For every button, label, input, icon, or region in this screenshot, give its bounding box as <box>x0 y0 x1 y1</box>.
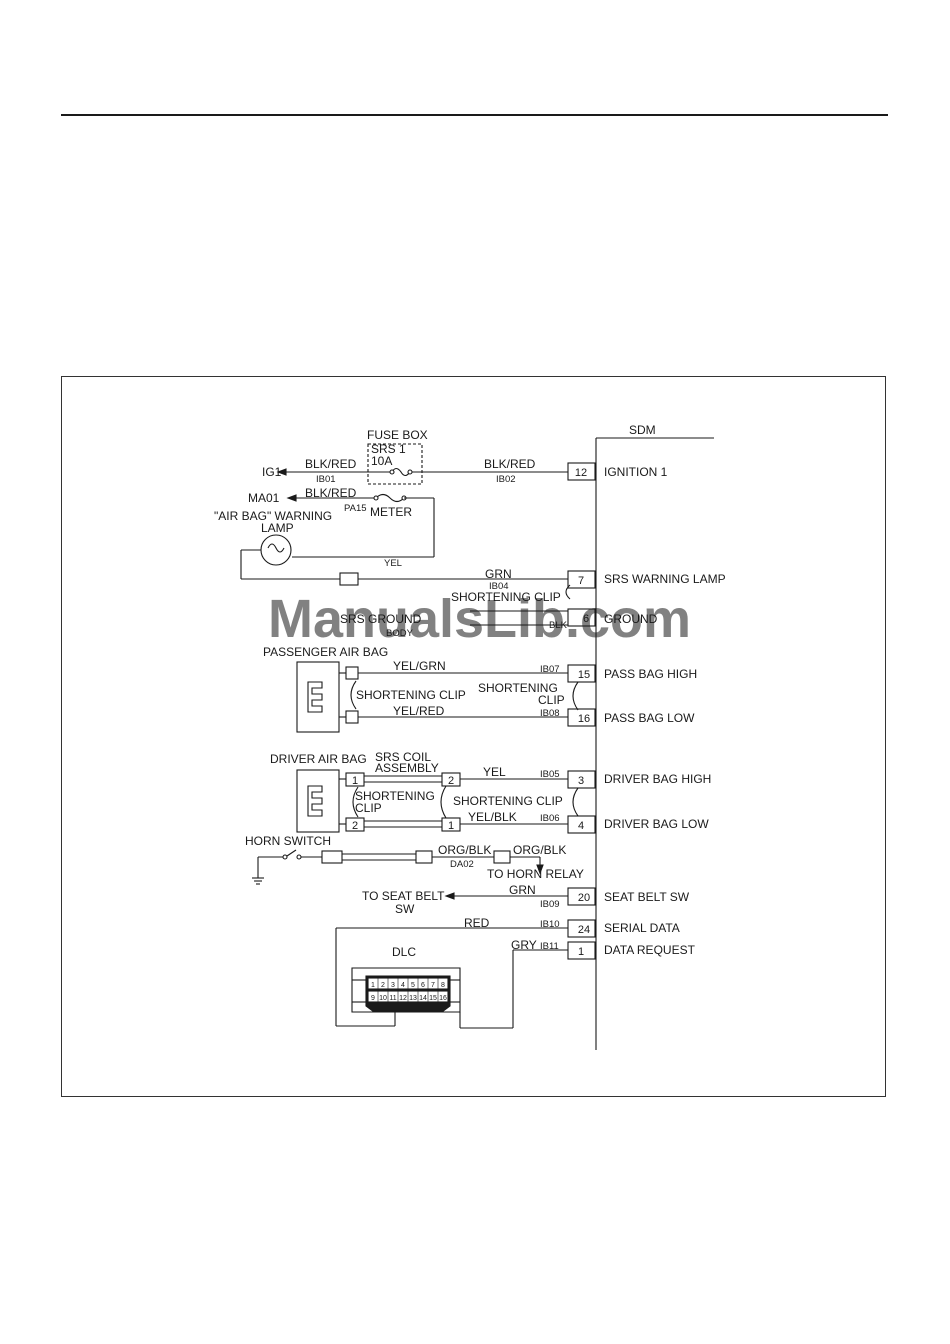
sdm-pin-number: 12 <box>575 467 587 479</box>
connector-id: IB08 <box>540 708 560 719</box>
sdm-pin-label: PASS BAG HIGH <box>604 667 697 681</box>
seat-belt-label: TO SEAT BELT <box>362 889 445 903</box>
wire-color: YEL/BLK <box>468 810 517 824</box>
connector-id: IB11 <box>540 941 559 952</box>
diagram-frame <box>61 376 886 1097</box>
wire-color: BLK <box>549 620 568 631</box>
shortening-clip-label: SHORTENING CLIP <box>451 590 561 604</box>
shortening-clip-label: SHORTENING CLIP <box>356 688 466 702</box>
wire-color: BLK/RED <box>305 486 357 500</box>
dlc-pins: 1 2 3 4 5 6 7 8 9 10 11 12 13 14 15 16 <box>371 982 447 1002</box>
sdm-pin-number: 24 <box>578 924 590 936</box>
dlc-pin: 11 <box>389 995 396 1002</box>
dlc-pin: 9 <box>371 995 375 1002</box>
connector-id: IB09 <box>540 899 560 910</box>
connector-id: IB10 <box>540 919 560 930</box>
ig1-label: IG1 <box>262 465 282 479</box>
sdm-title: SDM <box>629 423 656 437</box>
passenger-air-bag-title: PASSENGER AIR BAG <box>263 645 388 659</box>
wire-color: BLK/RED <box>305 457 357 471</box>
connector-id: PA15 <box>344 503 367 514</box>
srs-ground-label: SRS GROUND <box>340 612 422 626</box>
sdm-pin-number: 4 <box>578 820 584 832</box>
coil-pin: 2 <box>448 775 454 787</box>
wire-color: ORG/BLK <box>513 843 566 857</box>
sdm-pin-number: 7 <box>578 575 584 587</box>
seat-belt-label: SW <box>395 902 415 916</box>
connector-id: IB05 <box>540 769 560 780</box>
sdm-pin-number: 6 <box>583 613 589 625</box>
dlc-pin: 5 <box>411 982 415 989</box>
ma01-label: MA01 <box>248 491 280 505</box>
sdm-pin-number: 3 <box>578 775 584 787</box>
dlc-pin: 6 <box>421 982 425 989</box>
fuse-rating: 10A <box>371 454 392 468</box>
sdm-pin-label: SRS WARNING LAMP <box>604 572 726 586</box>
connector-id: IB01 <box>316 474 336 485</box>
connector-id: IB02 <box>496 474 516 485</box>
sdm-pin-number: 16 <box>578 713 590 725</box>
sdm-pin-number: 15 <box>578 669 590 681</box>
fuse-box-title: FUSE BOX <box>367 428 428 442</box>
horn-relay-label: TO HORN RELAY <box>487 867 584 881</box>
dlc-pin: 8 <box>441 982 445 989</box>
connector-id: DA02 <box>450 859 474 870</box>
dlc-pin: 4 <box>401 982 405 989</box>
srs-coil-label: SRS COIL <box>375 750 431 764</box>
wire-color: ORG/BLK <box>438 843 491 857</box>
shortening-clip-label: SHORTENING <box>355 789 435 803</box>
dlc-pin: 16 <box>439 995 447 1002</box>
sdm-pin-label: PASS BAG LOW <box>604 711 695 725</box>
meter-label: METER <box>370 505 412 519</box>
coil-pin: 1 <box>448 820 454 832</box>
shortening-clip-label: SHORTENING CLIP <box>453 794 563 808</box>
fuse-name: SRS 1 <box>371 442 406 456</box>
sdm-pin-number: 1 <box>578 946 584 958</box>
wire-color: GRN <box>485 567 512 581</box>
driver-air-bag-title: DRIVER AIR BAG <box>270 752 367 766</box>
dlc-pin: 12 <box>399 995 407 1002</box>
dlc-pin: 14 <box>419 995 427 1002</box>
wire-color: RED <box>464 916 490 930</box>
coil-pin: 2 <box>352 820 358 832</box>
header-rule <box>61 114 888 116</box>
body-label: BODY <box>386 628 414 639</box>
shortening-clip-label: SHORTENING <box>478 681 558 695</box>
dlc-pin: 1 <box>371 982 375 989</box>
wire-color: YEL/GRN <box>393 659 446 673</box>
shortening-clip-label: CLIP <box>538 693 565 707</box>
lamp-label: "AIR BAG" WARNING <box>214 509 332 523</box>
sdm-pin-label: GROUND <box>604 612 658 626</box>
connector-id: IB07 <box>540 664 560 675</box>
sdm-pin-label: DATA REQUEST <box>604 943 696 957</box>
dlc-pin: 2 <box>381 982 385 989</box>
wire-color: YEL/RED <box>393 704 445 718</box>
sdm-pin-label: IGNITION 1 <box>604 465 668 479</box>
dlc-pin: 10 <box>379 995 387 1002</box>
dlc-pin: 15 <box>429 995 437 1002</box>
connector-id: IB04 <box>489 581 509 592</box>
sdm-pin-number: 20 <box>578 892 590 904</box>
wire-color: GRN <box>509 883 536 897</box>
sdm-pin-label: DRIVER BAG HIGH <box>604 772 711 786</box>
coil-pin: 1 <box>352 775 358 787</box>
sdm-pin-label: DRIVER BAG LOW <box>604 817 709 831</box>
lamp-label: LAMP <box>261 521 294 535</box>
dlc-pin: 13 <box>409 995 417 1002</box>
dlc-pin: 3 <box>391 982 395 989</box>
dlc-pin: 7 <box>431 982 435 989</box>
wire-color: YEL <box>483 765 506 779</box>
shortening-clip-label: CLIP <box>355 801 382 815</box>
sdm-pin-label: SERIAL DATA <box>604 921 680 935</box>
connector-id: IB06 <box>540 813 560 824</box>
wire-color: BLK/RED <box>484 457 536 471</box>
sdm-pin-label: SEAT BELT SW <box>604 890 690 904</box>
wire-color: YEL <box>384 558 402 569</box>
dlc-title: DLC <box>392 945 416 959</box>
watermark: ManualsLib.com <box>268 589 691 649</box>
horn-switch-title: HORN SWITCH <box>245 834 331 848</box>
srs-coil-label: ASSEMBLY <box>375 761 439 775</box>
wire-color: GRY <box>511 938 537 952</box>
